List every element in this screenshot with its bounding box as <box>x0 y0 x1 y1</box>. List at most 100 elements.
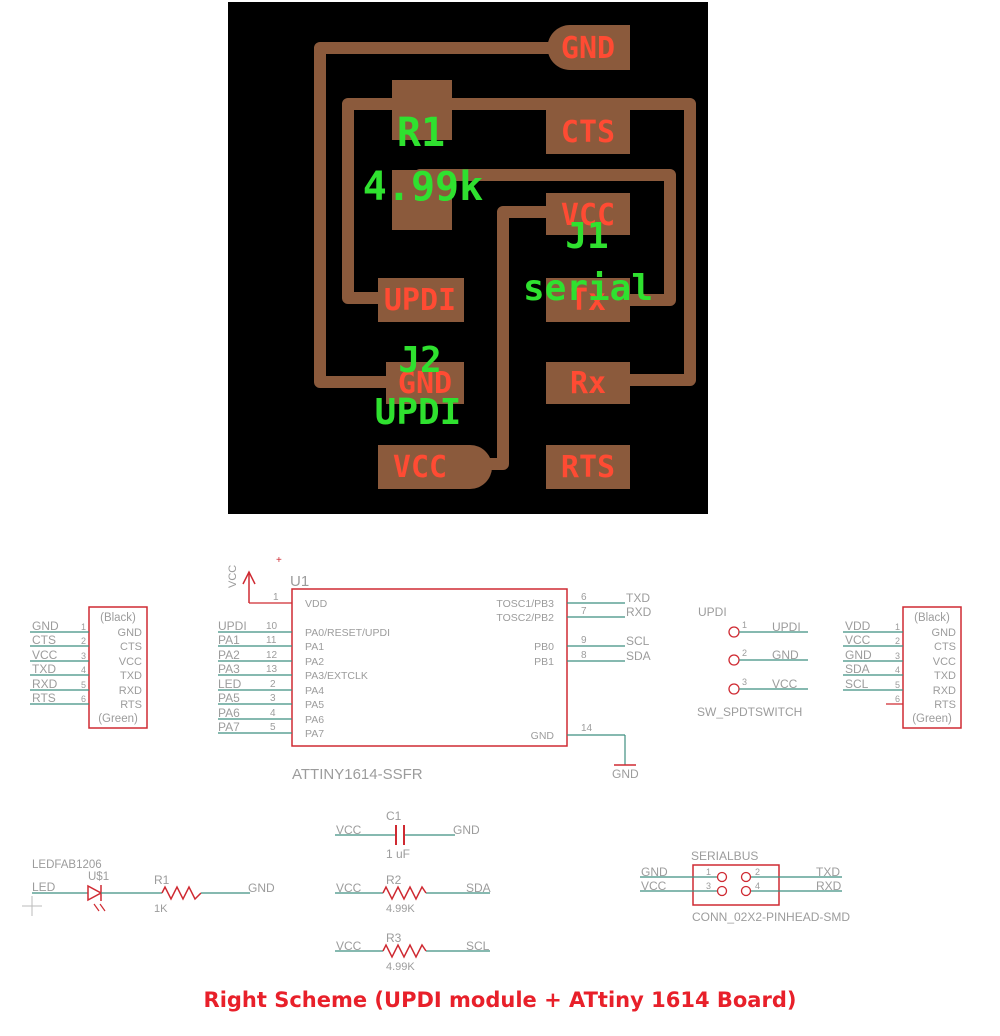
c1-net-left: VCC <box>336 823 362 837</box>
u1-value: ATTINY1614-SSFR <box>292 766 423 783</box>
header-left-pin-num: 2 <box>81 636 86 646</box>
header-left-net: GND <box>32 619 59 633</box>
silk-j2-value: UPDI <box>375 392 462 433</box>
header-right-pin-num: 4 <box>895 665 900 675</box>
pad-tx <box>546 278 630 322</box>
trace-r1-tx <box>414 169 676 306</box>
switch-name: UPDI <box>698 605 727 619</box>
u1-pin-num: 13 <box>266 664 278 675</box>
u1-pin-num: 2 <box>270 679 276 690</box>
header-left-net: VCC <box>32 648 58 662</box>
u1-pin-label: GND <box>531 730 555 742</box>
header-right-row: SDA 4 TXD <box>843 662 956 682</box>
c1-net-right: GND <box>453 823 480 837</box>
silk-r1-value: 4.99k <box>363 164 483 210</box>
u1-pin-label: VDD <box>305 598 328 610</box>
r2-value: 4.99K <box>386 903 415 915</box>
u1-right-pin: GND 14 GND <box>531 723 639 781</box>
u1-pin-num: 14 <box>581 723 593 734</box>
header-left-body <box>88 606 148 729</box>
header-left-pin-name: VCC <box>119 656 142 668</box>
switch-pin-num: 1 <box>742 620 747 630</box>
pad-vcc-right <box>546 193 630 235</box>
serialbus-connector: SERIALBUS CONN_02X2-PINHEAD-SMD 1 2 3 4 … <box>640 849 850 924</box>
u1-pin-net: SCL <box>626 634 650 648</box>
u1-left-pin: 1 VDD <box>273 592 328 610</box>
header-left-top-label: (Black) <box>100 612 136 624</box>
u1-pin-net: LED <box>218 677 242 691</box>
silk-r1-ref: R1 <box>397 110 445 156</box>
header-right-pin-name: VCC <box>933 656 956 668</box>
pcb-layout: GND CTS VCC Tx Rx RTS UPDI GND VCC R1 4.… <box>228 2 708 514</box>
header-left-pin-name: GND <box>118 627 143 639</box>
u1-pin-num: 1 <box>273 592 279 603</box>
switch-pin-net: GND <box>772 648 799 662</box>
u1-pin-num: 3 <box>270 693 276 704</box>
header-left-pin-num: 4 <box>81 665 86 675</box>
header-right-pin-name: RXD <box>933 685 956 697</box>
u1-pin-net: PA7 <box>218 720 240 734</box>
header-left-row: CTS 2 CTS <box>30 633 142 653</box>
serialbus-pin-circle <box>740 885 752 897</box>
pad-r1-b <box>392 170 452 230</box>
r1-name: R1 <box>154 873 170 887</box>
trace-gnd <box>314 42 566 388</box>
u1-pin-num: 12 <box>266 650 278 661</box>
serialbus-net-right: TXD <box>816 865 840 879</box>
header-left-row: RTS 6 RTS <box>30 691 142 711</box>
u1-left-pin: PA3 13 PA3/EXTCLK <box>218 662 368 682</box>
serialbus-pin-num: 3 <box>706 881 711 891</box>
u1-pin-net: TXD <box>626 591 650 605</box>
serialbus-pin-circle <box>716 885 728 897</box>
u1-pin-label: PA4 <box>305 685 324 697</box>
led-ref: U$1 <box>88 871 109 883</box>
pad-label-updi: UPDI <box>384 283 456 318</box>
c1-name: C1 <box>386 809 402 823</box>
header-right-row: SCL 5 RXD <box>843 677 956 697</box>
switch-pin-net: UPDI <box>772 620 801 634</box>
u1-pin-num: 9 <box>581 635 587 646</box>
switch-pin: 1 UPDI <box>728 620 808 638</box>
u1-pin-net: PA5 <box>218 691 240 705</box>
u1-pin-label: PA0/RESET/UPDI <box>305 627 390 639</box>
pad-label-tx: Tx <box>570 283 606 318</box>
silk-j1-ref: J1 <box>565 216 608 257</box>
u1-left-pin: PA6 4 PA6 <box>218 706 324 726</box>
pad-gnd-left <box>386 362 464 404</box>
u1-pin-label: PB0 <box>534 641 554 653</box>
header-left-pin-name: RTS <box>120 699 142 711</box>
u1-pin-num: 11 <box>266 635 277 646</box>
header-right-pin-name: CTS <box>934 641 956 653</box>
serialbus-pin-num: 4 <box>755 881 760 891</box>
led-net: LED <box>32 880 56 894</box>
header-left-row: TXD 4 TXD <box>30 662 142 682</box>
header-right-net: SCL <box>845 677 869 691</box>
header-right-pin-num: 1 <box>895 622 900 632</box>
schematic: (Black) (Green) GND 1 GND CTS 2 CTS VCC … <box>22 555 962 973</box>
serialbus-net-left: GND <box>641 865 668 879</box>
u1-pin-net: PA2 <box>218 648 240 662</box>
header-left-pin-name: TXD <box>120 670 142 682</box>
u1-right-pin: PB1 8 SDA <box>534 649 651 668</box>
pad-r1-a <box>392 80 452 140</box>
silk-j1-value: serial <box>523 268 653 309</box>
u1-pin-label: PA2 <box>305 656 324 668</box>
header-right: (Black) (Green) VDD 1 GND VCC 2 CTS GND … <box>843 606 962 729</box>
u1-left-pin: LED 2 PA4 <box>218 677 324 697</box>
header-right-body <box>902 606 962 729</box>
header-left-bottom-label: (Green) <box>98 713 138 725</box>
header-left-pin-num: 5 <box>81 680 86 690</box>
header-left-pin-num: 6 <box>81 694 86 704</box>
u1-left-pin: PA1 11 PA1 <box>218 633 324 653</box>
u1-left-pin: PA5 3 PA5 <box>218 691 324 711</box>
header-left-pin-num: 3 <box>81 651 86 661</box>
header-right-row: VCC 2 CTS <box>843 633 956 653</box>
header-right-net: VDD <box>845 619 871 633</box>
switch-value: SW_SPDTSWITCH <box>697 705 802 719</box>
resistor-r2: R2 4.99K VCC SDA <box>335 873 491 915</box>
r1-value: 1K <box>154 903 168 915</box>
u1-pin-net: SDA <box>626 649 651 663</box>
switch-pin: 2 GND <box>728 648 808 666</box>
u1-right-pin: TOSC1/PB3 6 TXD <box>496 591 650 610</box>
u1-right-pin: PB0 9 SCL <box>534 634 650 653</box>
